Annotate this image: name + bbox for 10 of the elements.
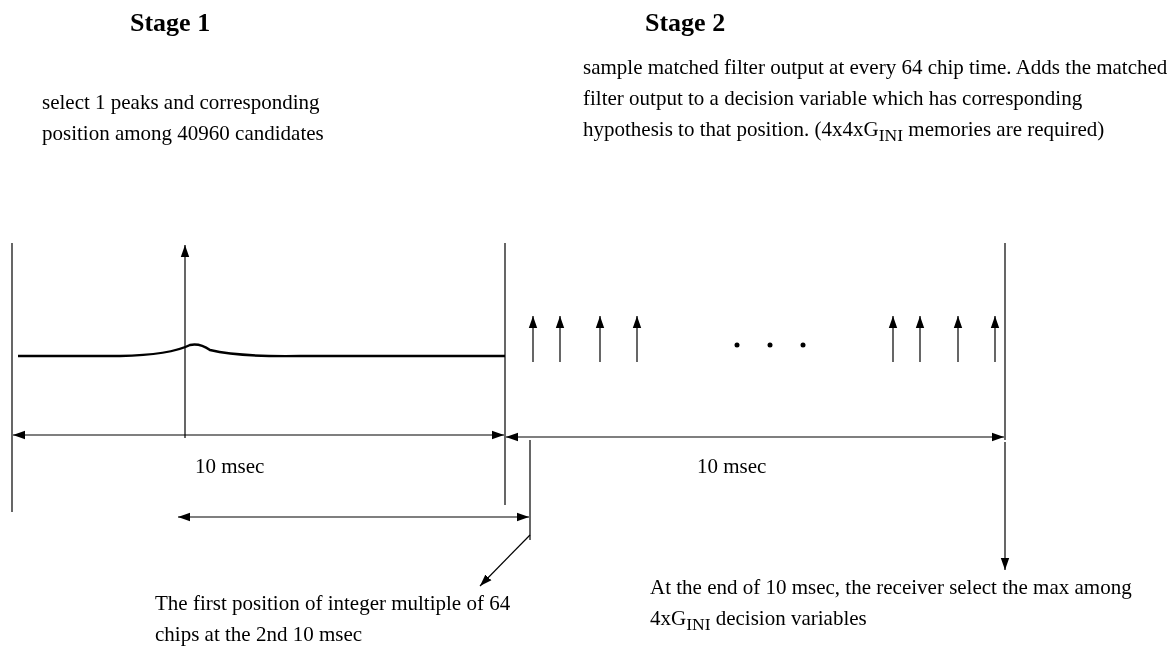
leader-arrow — [479, 534, 531, 587]
stage-heading: Stage 2 — [645, 8, 726, 38]
dimension-label: 10 msec — [195, 453, 265, 480]
note-text: At the end of 10 msec, the receiver select the max among 4xG$_{INI}$ decision variables — [650, 572, 1168, 641]
dimension-label: 10 msec — [697, 453, 767, 480]
note-text: sample matched filter output at every 64 chip time. Adds the matched filter output to a decision variable which has corresponding hypothesis to that position. (4x4xG$_{INI}$ memories are required) — [583, 54, 1169, 148]
stage-heading: Stage 1 — [130, 8, 211, 38]
note-text: select 1 peaks and corresponding position among 40960 candidates — [42, 89, 325, 147]
note-text: The first position of integer multiple of 64 chips at the 2nd 10 msec — [155, 588, 517, 650]
leader-arrow — [1000, 441, 1010, 571]
